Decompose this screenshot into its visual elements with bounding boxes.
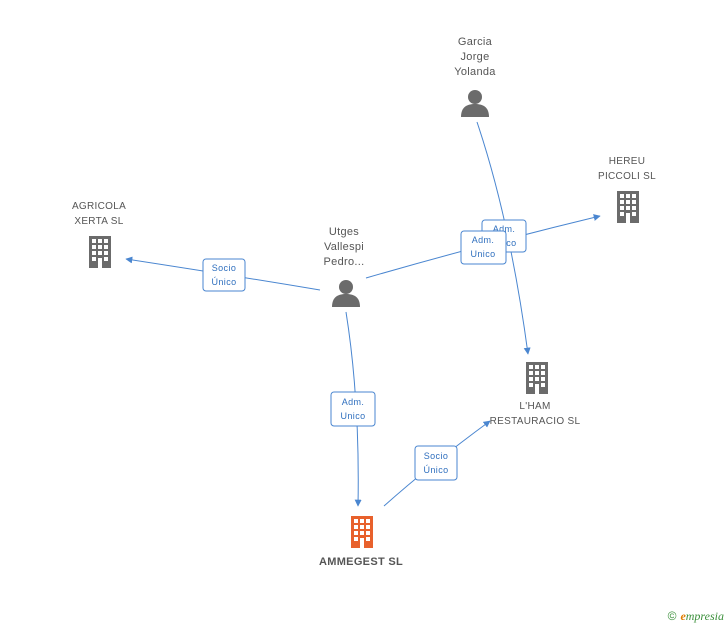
- building-icon: [89, 236, 111, 268]
- edge-label-utges-hereu[interactable]: Adm. Unico: [460, 230, 507, 265]
- edge-label-line: Único: [423, 465, 448, 475]
- node-label: Utges: [329, 226, 359, 238]
- edges: [125, 121, 601, 507]
- node-label: Yolanda: [454, 66, 496, 78]
- copyright-icon: ©: [667, 609, 677, 623]
- edge-label-utges-ammegest[interactable]: Adm. Unico: [330, 391, 376, 427]
- brand-logo-text: mpresia: [685, 609, 724, 623]
- edge-label-utges-agricola[interactable]: Socio Único: [202, 258, 246, 292]
- node-label: AMMEGEST SL: [319, 556, 403, 568]
- person-icon: [461, 90, 489, 117]
- node-label: Pedro...: [324, 256, 365, 268]
- edge-label-line: Adm.: [472, 235, 495, 245]
- edge-label-ammegest-lham[interactable]: Socio Único: [414, 445, 458, 481]
- node-label: XERTA SL: [74, 216, 123, 227]
- edge-label-line: Socio: [424, 451, 449, 461]
- node-label: Garcia: [458, 36, 493, 48]
- edge-label-line: Único: [211, 277, 236, 287]
- edge-label-line: Adm.: [342, 397, 365, 407]
- building-icon: [351, 516, 373, 548]
- edge-label-line: Socio: [212, 263, 237, 273]
- edge-label-line: Adm.: [493, 224, 516, 234]
- node-label: PICCOLI SL: [598, 171, 656, 182]
- brand-footer[interactable]: ©empresia: [668, 609, 724, 624]
- brand-logo-initial: e: [680, 609, 686, 623]
- building-icon: [526, 362, 548, 394]
- node-label: AGRICOLA: [72, 201, 126, 212]
- building-icon: [617, 191, 639, 223]
- node-label: Jorge: [460, 51, 489, 63]
- node-hereu[interactable]: HEREU PICCOLI SL: [598, 156, 656, 223]
- edge-label-line: Unico: [340, 411, 365, 421]
- node-label: RESTAURACIO SL: [490, 416, 581, 427]
- node-ammegest[interactable]: AMMEGEST SL: [319, 516, 403, 568]
- node-label: HEREU: [609, 156, 646, 167]
- node-utges[interactable]: Utges Vallespi Pedro...: [324, 226, 365, 307]
- node-garcia[interactable]: Garcia Jorge Yolanda: [454, 36, 496, 117]
- node-agricola[interactable]: AGRICOLA XERTA SL: [72, 201, 126, 268]
- node-label: Vallespi: [324, 241, 364, 253]
- edge-label-line: Unico: [470, 249, 495, 259]
- person-icon: [332, 280, 360, 307]
- node-label: L'HAM: [519, 401, 550, 412]
- node-lham[interactable]: L'HAM RESTAURACIO SL: [490, 362, 581, 427]
